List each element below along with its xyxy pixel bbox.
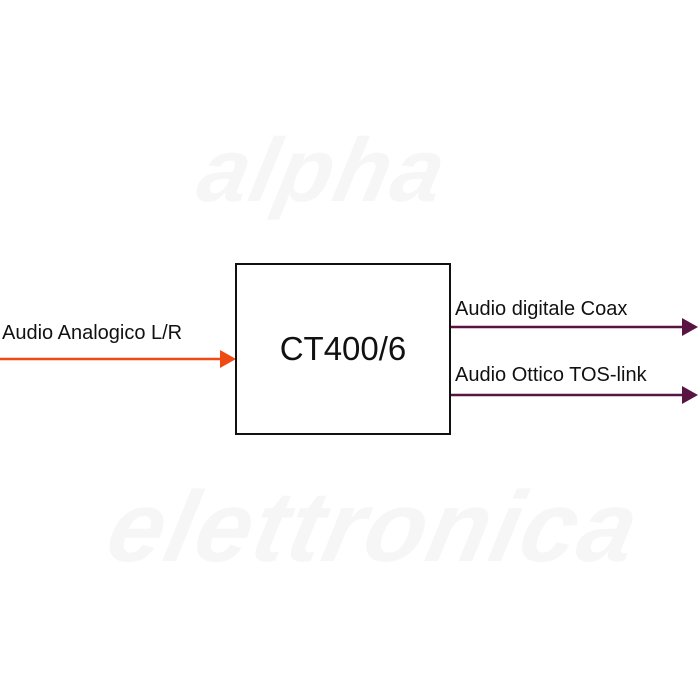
input-arrow [0, 350, 236, 368]
output-label-optical: Audio Ottico TOS-link [455, 364, 647, 386]
output-label-coax: Audio digitale Coax [455, 298, 628, 320]
output-arrow-coax [451, 318, 698, 336]
block-label: CT400/6 [279, 330, 407, 367]
input-label: Audio Analogico L/R [2, 322, 183, 344]
converter-block: CT400/6 [235, 263, 451, 435]
output-arrow-optical [451, 386, 698, 404]
